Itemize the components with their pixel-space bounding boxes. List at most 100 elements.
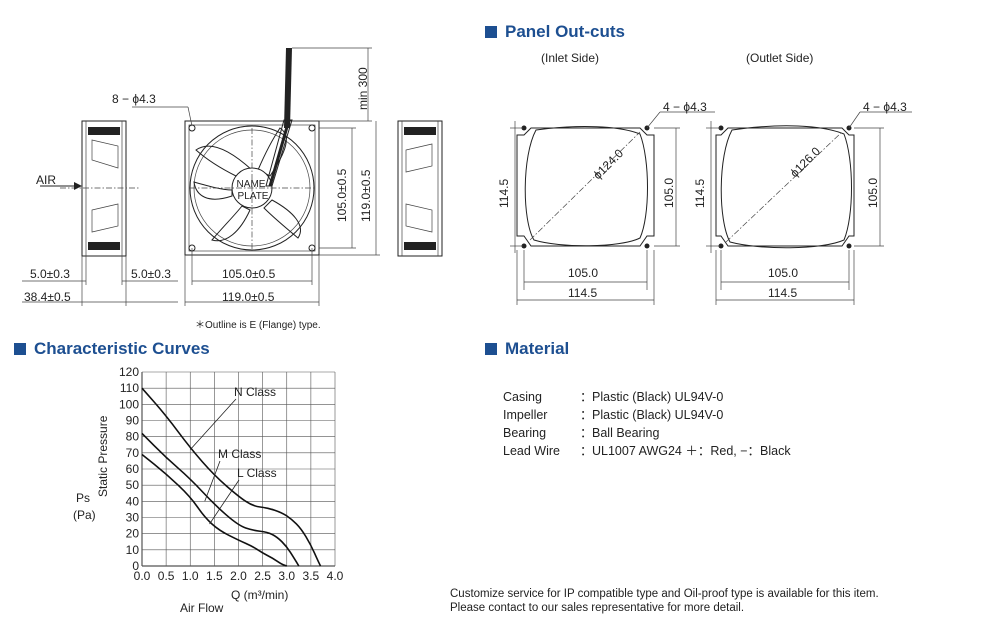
inlet-side-label: (Inlet Side) — [541, 51, 600, 65]
chart-x-tick-label: 2.0 — [230, 569, 247, 583]
chart-x-tick-label: 3.5 — [303, 569, 320, 583]
chart-series-labels: N Class M Class L Class — [218, 385, 277, 480]
outlet-hole-pitch-height: 105.0 — [866, 178, 880, 208]
chart-ylabel-symbol: Ps — [76, 491, 90, 505]
chart-x-tick-label: 4.0 — [327, 569, 344, 583]
material-key: Bearing — [503, 426, 547, 440]
material-row-impeller: Impeller ：Plastic (Black) UL94V-0 — [503, 404, 723, 423]
chart-y-tick-label: 20 — [126, 527, 140, 541]
chart-y-tick-label: 70 — [126, 446, 140, 460]
chart-y-tick-label: 110 — [120, 381, 139, 395]
section-title-text: Characteristic Curves — [34, 339, 210, 358]
section-square-icon — [14, 343, 26, 355]
material-row-lead-wire: Lead Wire ：UL1007 AWG24 ＋：Red, −：Black — [503, 440, 791, 459]
footer-note-line-1: Customize service for IP compatible type… — [450, 588, 879, 600]
chart-x-tick-label: 1.0 — [182, 569, 199, 583]
material-value: Plastic (Black) UL94V-0 — [592, 390, 724, 404]
chart-y-tick-label: 100 — [119, 397, 139, 411]
fan-dimension-lines — [22, 47, 380, 306]
material-key: Impeller — [503, 408, 548, 422]
fan-size-horizontal: 119.0±0.5 — [222, 290, 275, 304]
fan-hole-pitch-horizontal: 105.0±0.5 — [222, 267, 276, 281]
fan-holes-label: 8 − ϕ4.3 — [112, 92, 156, 106]
section-title-material: Material — [485, 339, 569, 359]
panel-outcut-outlet-drawing — [706, 111, 912, 305]
material-key: Lead Wire — [503, 444, 560, 458]
chart-y-tick-label: 60 — [126, 462, 140, 476]
material-colon: ： — [580, 426, 593, 440]
side-thickness-right: 5.0±0.3 — [131, 267, 171, 281]
chart-x-tick-label: 0.0 — [134, 569, 151, 583]
chart-x-tick-label: 2.5 — [254, 569, 271, 583]
section-title-text: Panel Out-cuts — [505, 22, 625, 41]
outline-note: ＊Outline is E (Flange) type. — [195, 320, 321, 331]
inlet-hole-pitch-width: 105.0 — [568, 266, 599, 280]
section-square-icon — [485, 343, 497, 355]
outlet-outer-height: 114.5 — [693, 179, 707, 208]
section-square-icon — [485, 26, 497, 38]
chart-y-tick-label: 0 — [132, 559, 139, 573]
name-plate-text-1: NAME — [237, 179, 266, 190]
chart-series-label: N Class — [234, 385, 276, 399]
section-title-characteristic-curves: Characteristic Curves — [14, 339, 210, 359]
chart-y-tick-label: 50 — [126, 478, 140, 492]
chart-grid — [141, 371, 336, 567]
material-row-casing: Casing：Plastic (Black) UL94V-0 — [503, 386, 723, 405]
fan-hole-pitch-vertical: 105.0±0.5 — [335, 168, 349, 222]
fan-side-view-right — [397, 120, 443, 257]
section-title-panel-outcuts: Panel Out-cuts — [485, 22, 625, 42]
airflow-label: AIR — [36, 173, 57, 187]
chart-y-tick-label: 80 — [126, 430, 140, 444]
material-key: Casing — [503, 390, 542, 404]
side-thickness-left: 5.0±0.3 — [30, 267, 70, 281]
fan-front-view — [184, 48, 320, 256]
chart-series-leaders — [189, 398, 240, 525]
outlet-holes-label: 4 − ϕ4.3 — [863, 100, 907, 114]
fan-depth-label: 38.4±0.5 — [24, 290, 71, 304]
chart-y-tick-label: 90 — [126, 414, 140, 428]
material-row-bearing: Bearing ：Ball Bearing — [503, 422, 659, 441]
chart-series-label: M Class — [218, 447, 261, 461]
chart-y-tick-label: 120 — [119, 365, 139, 379]
fan-size-vertical: 119.0±0.5 — [359, 169, 373, 222]
chart-xlabel-unit: Q (m³/min) — [231, 588, 288, 602]
footer-note-line-2: Please contact to our sales representati… — [450, 602, 745, 614]
chart-x-tick-label: 1.5 — [206, 569, 223, 583]
chart-y-tick-label: 40 — [126, 494, 140, 508]
inlet-outer-width: 114.5 — [568, 286, 598, 300]
chart-x-ticks: 0.0 0.5 1.0 1.5 2.0 2.5 3.0 3.5 4.0 — [134, 569, 344, 583]
chart-series-leader — [209, 479, 240, 525]
material-colon: ： — [580, 444, 593, 458]
chart-series-line — [141, 387, 322, 567]
inlet-holes-label: 4 − ϕ4.3 — [663, 100, 707, 114]
fan-side-view-left — [40, 120, 140, 257]
chart-series-leader — [204, 460, 221, 502]
chart-series-label: L Class — [237, 466, 277, 480]
chart-series-leader — [189, 398, 237, 450]
chart-y-ticks: 0 10 20 30 40 50 60 70 80 90 100 110 120 — [119, 365, 139, 573]
material-value: Ball Bearing — [592, 426, 660, 440]
chart-ylabel-name: Static Pressure — [96, 415, 110, 497]
outlet-hole-pitch-width: 105.0 — [768, 266, 799, 280]
material-value: UL1007 AWG24 ＋：Red, −：Black — [592, 444, 791, 458]
material-value: Plastic (Black) UL94V-0 — [592, 408, 724, 422]
chart-y-tick-label: 30 — [126, 511, 140, 525]
chart-ylabel-unit: (Pa) — [73, 508, 96, 522]
outlet-outer-width: 114.5 — [768, 286, 798, 300]
min-lead-length-label: min 300 — [356, 67, 370, 110]
chart-xlabel-name: Air Flow — [180, 601, 224, 615]
section-title-text: Material — [505, 339, 570, 358]
chart-x-tick-label: 0.5 — [158, 569, 175, 583]
panel-outcut-inlet-drawing — [510, 111, 715, 305]
inlet-hole-pitch-height: 105.0 — [662, 178, 676, 208]
chart-series-line — [141, 453, 288, 567]
chart-series — [141, 387, 322, 567]
material-colon: ： — [580, 408, 593, 422]
chart-x-tick-label: 3.0 — [278, 569, 295, 583]
chart-series-line — [141, 432, 300, 567]
inlet-outer-height: 114.5 — [497, 179, 511, 208]
chart-y-tick-label: 10 — [126, 543, 140, 557]
outlet-side-label: (Outlet Side) — [746, 51, 814, 65]
